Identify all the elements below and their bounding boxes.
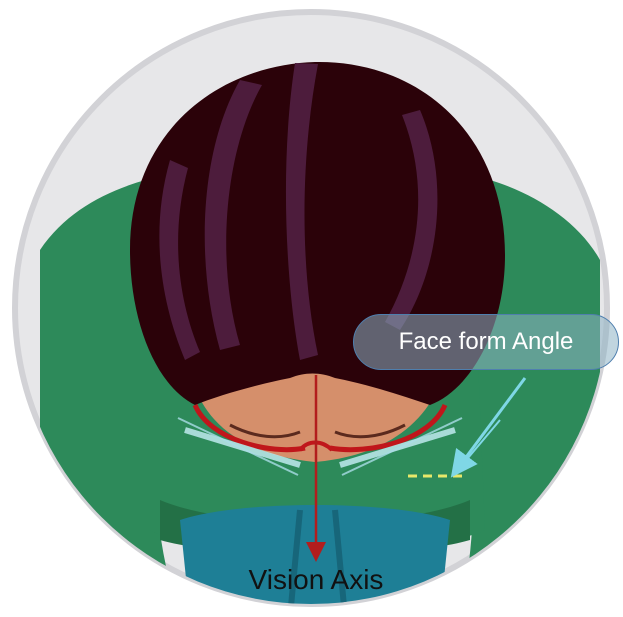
vision-axis-label: Vision Axis [205,560,427,600]
face-form-angle-callout: Face form Angle [353,314,619,370]
